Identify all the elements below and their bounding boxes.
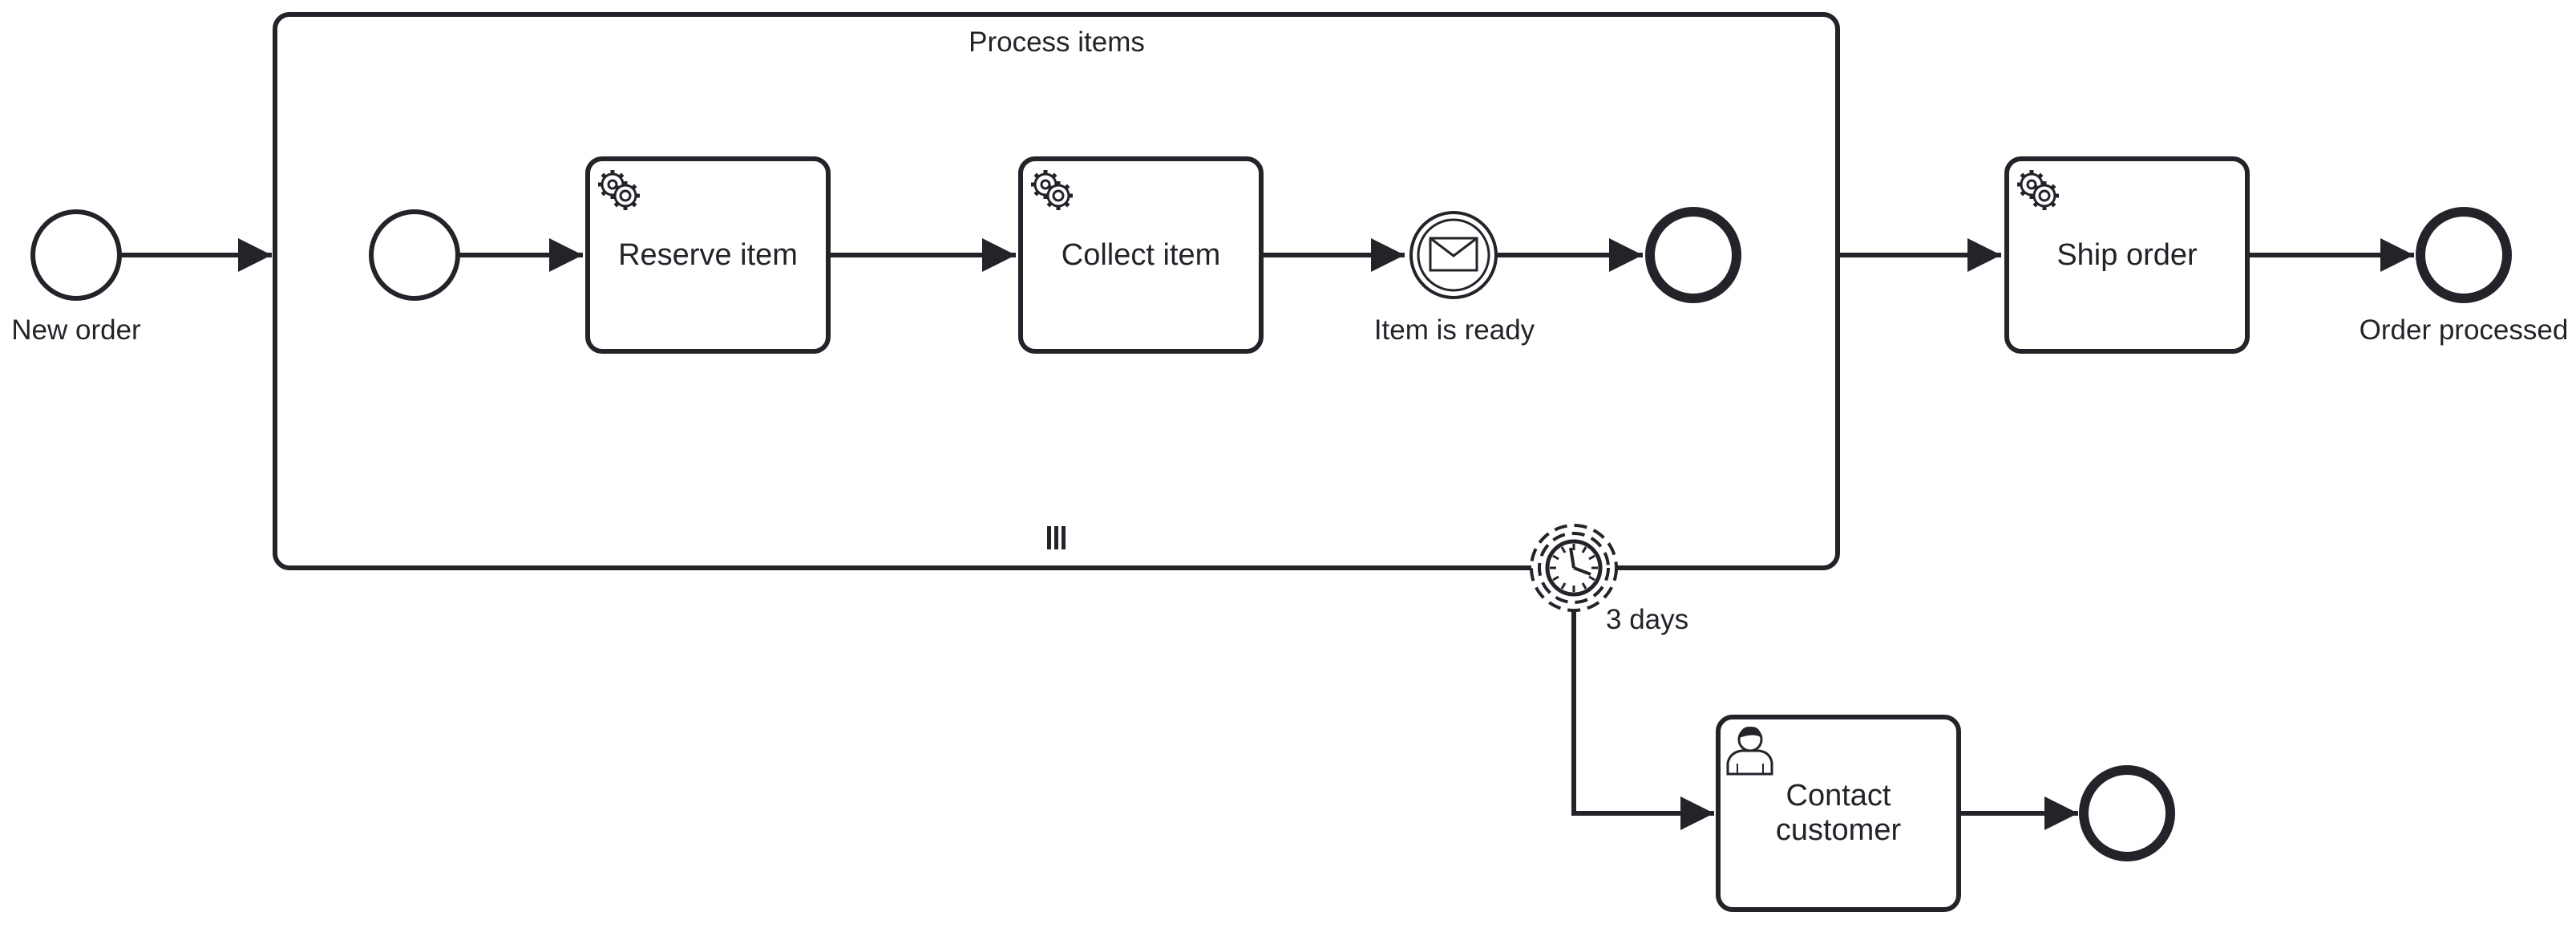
task-ship-order-label: Ship order: [2056, 238, 2198, 272]
task-contact-customer[interactable]: Contact customer: [1716, 715, 1961, 912]
end-event-inner[interactable]: [1645, 207, 1741, 303]
flow-timer-to-contact[interactable]: [1571, 611, 1714, 830]
user-icon: [1726, 726, 1773, 776]
order-processed-label: Order processed: [2360, 314, 2569, 346]
task-reserve-item-label: Reserve item: [618, 238, 798, 272]
sequence-flows: [120, 238, 2414, 830]
timer-label: 3 days: [1606, 604, 1688, 635]
task-ship-order[interactable]: Ship order: [2004, 156, 2250, 354]
task-reserve-item[interactable]: Reserve item: [585, 156, 831, 354]
subprocess-title: Process items: [969, 26, 1145, 58]
envelope-icon: [1429, 237, 1478, 272]
task-contact-customer-label-line1: Contact: [1786, 779, 1891, 813]
task-contact-customer-label-line2: customer: [1776, 813, 1902, 847]
subprocess-process-items[interactable]: [273, 12, 1840, 570]
item-is-ready-label: Item is ready: [1374, 314, 1535, 346]
start-event-new-order-label: New order: [11, 314, 141, 346]
timer-boundary-event[interactable]: [1530, 524, 1618, 612]
task-collect-item[interactable]: Collect item: [1018, 156, 1264, 354]
parallel-multi-instance-icon: [1047, 526, 1066, 549]
end-event-contact[interactable]: [2079, 765, 2175, 861]
clock-icon: [1545, 539, 1603, 597]
end-event-order-processed[interactable]: [2416, 207, 2512, 303]
task-collect-item-label: Collect item: [1062, 238, 1221, 272]
start-event-inner[interactable]: [369, 209, 460, 301]
start-event-new-order[interactable]: [30, 209, 122, 301]
intermediate-event-item-is-ready[interactable]: [1409, 211, 1498, 299]
